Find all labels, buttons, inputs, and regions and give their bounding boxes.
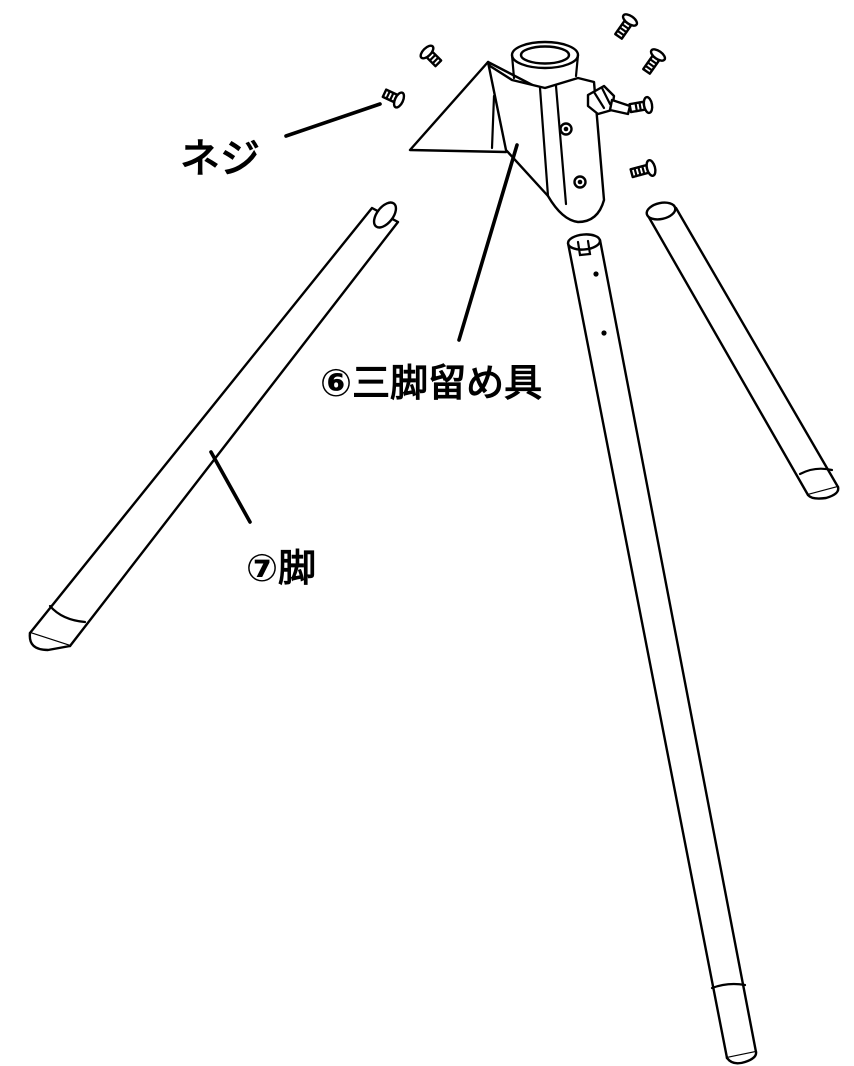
screw-2 bbox=[419, 44, 443, 68]
screw-6 bbox=[629, 159, 657, 179]
screw-5 bbox=[628, 95, 654, 115]
tripod-clamp bbox=[408, 40, 632, 224]
right-leg bbox=[645, 201, 840, 500]
left-leg bbox=[28, 201, 400, 652]
screw-label: ネジ bbox=[180, 136, 260, 182]
center-leg bbox=[566, 233, 758, 1065]
tripod-clamp-label: ⑥三脚留め具 bbox=[320, 361, 542, 405]
screw-leader-line bbox=[284, 102, 382, 138]
screw-4 bbox=[642, 48, 667, 75]
leg-leader-line bbox=[209, 450, 252, 524]
leg-label: ⑦脚 bbox=[246, 546, 316, 590]
clamp-leader-line bbox=[457, 143, 519, 342]
screw-1 bbox=[381, 88, 406, 109]
screw-3 bbox=[614, 13, 639, 40]
